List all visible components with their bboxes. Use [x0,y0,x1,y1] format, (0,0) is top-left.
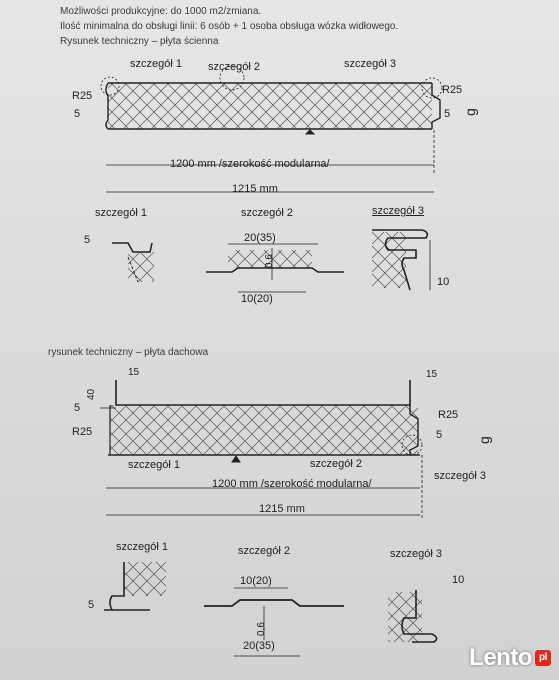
wall-detail1-callout: szczegół 1 [130,58,182,70]
roof-five-left: 5 [74,402,81,414]
roof-fifteen-left: 15 [128,367,140,378]
watermark-badge: pl [535,650,551,666]
wall-five-left: 5 [74,108,81,120]
roof-d3-label: szczegół 3 [390,548,442,560]
roof-d1-dim: 5 [88,599,95,611]
wall-width-modular: 1200 mm /szerokość modularna/ [170,158,330,170]
wall-detail-1-drawing [112,242,154,283]
wall-d3-label: szczegół 3 [372,205,424,217]
roof-r25-left: R25 [72,426,93,438]
wall-r25-left: R25 [72,90,93,102]
roof-d2-mid: 0,6 [256,622,267,636]
header-line-3: Rysunek techniczny – płyta ścienna [60,36,219,47]
roof-d2-bottom: 20(35) [243,640,275,652]
wall-d2-top: 20(35) [244,232,276,244]
wall-r25-right: R25 [442,84,463,96]
wall-d1-dim: 5 [84,234,91,246]
roof-panel-drawing [100,380,423,520]
roof-forty: 40 [86,388,97,400]
header-line-1: Możliwości produkcyjne: do 1000 m2/zmian… [60,6,262,17]
wall-five-right: 5 [444,108,451,120]
roof-d2-top: 10(20) [240,575,272,587]
roof-detail1-callout: szczegół 1 [128,459,180,471]
wall-detail-3-drawing [372,229,431,291]
wall-d3-dim: 10 [437,276,450,288]
roof-width-total: 1215 mm [259,503,305,515]
wall-width-total: 1215 mm [232,183,278,195]
wall-panel-drawing [100,65,443,193]
roof-d3-dim: 10 [452,574,465,586]
roof-d1-label: szczegół 1 [116,541,168,553]
roof-detail-2-drawing [204,587,344,657]
roof-detail2-callout: szczegół 2 [310,458,362,470]
roof-detail-3-drawing [388,590,438,643]
wall-d2-mid: 0,6 [264,254,275,268]
lento-watermark: Lento pl [469,644,551,672]
roof-fifteen-right: 15 [426,369,438,380]
header-line-2: Ilość minimalna do obsługi linii: 6 osób… [60,21,399,32]
roof-d2-label: szczegół 2 [238,545,290,557]
wall-detail2-callout: szczegół 2 [208,61,260,73]
roof-detail3-callout: szczegół 3 [434,470,486,482]
wall-detail-2-drawing [206,243,344,293]
wall-vertical-g: g [462,108,478,116]
wall-d2-bottom: 10(20) [241,293,273,305]
roof-detail-1-drawing [104,562,166,611]
wall-d2-label: szczegół 2 [241,207,293,219]
wall-d1-label: szczegół 1 [95,207,147,219]
roof-five-right: 5 [436,429,443,441]
roof-width-modular: 1200 mm /szerokość modularna/ [212,478,372,490]
roof-caption: rysunek techniczny – płyta dachowa [48,347,209,358]
wall-detail3-callout: szczegół 3 [344,58,396,70]
roof-r25-right: R25 [438,409,459,421]
roof-vertical-g: g [476,436,492,444]
watermark-text: Lento [469,644,532,671]
